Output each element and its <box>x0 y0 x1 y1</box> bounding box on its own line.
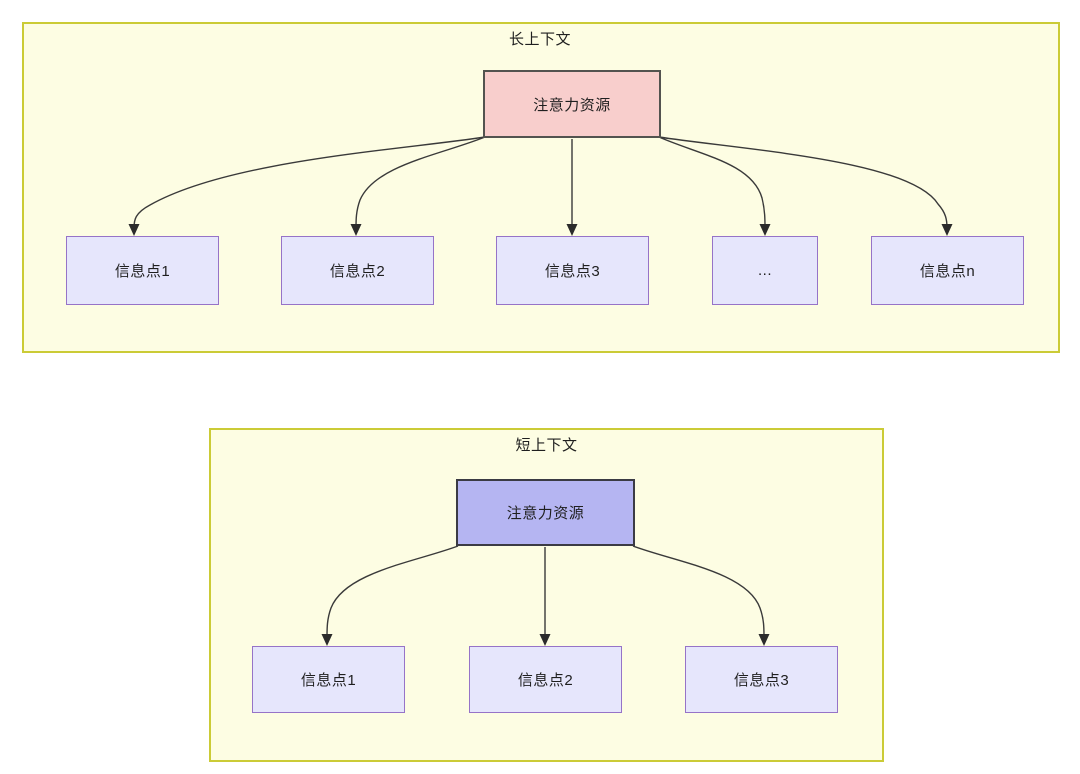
short-context-info-node-1[interactable]: 信息点1 <box>252 646 405 713</box>
short-context-info-node-3[interactable]: 信息点3 <box>685 646 838 713</box>
long-context-info-node-n[interactable]: 信息点n <box>871 236 1024 305</box>
short-context-root-node[interactable]: 注意力资源 <box>456 479 635 546</box>
short-context-info-node-2[interactable]: 信息点2 <box>469 646 622 713</box>
short-context-info-label-3: 信息点3 <box>733 672 790 689</box>
long-context-info-label-2: 信息点2 <box>329 263 386 280</box>
long-context-root-label: 注意力资源 <box>533 96 611 114</box>
long-context-info-node-2[interactable]: 信息点2 <box>281 236 434 305</box>
long-context-info-label-n: 信息点n <box>919 263 976 280</box>
long-context-info-label-3: 信息点3 <box>544 263 601 280</box>
long-context-title: 长上下文 <box>508 31 571 48</box>
long-context-info-node-3[interactable]: 信息点3 <box>496 236 649 305</box>
short-context-info-label-1: 信息点1 <box>300 672 357 689</box>
long-context-info-node-ellipsis[interactable]: ... <box>712 236 818 305</box>
short-context-info-label-2: 信息点2 <box>517 672 574 689</box>
long-context-root-node[interactable]: 注意力资源 <box>483 70 661 138</box>
long-context-info-label-1: 信息点1 <box>114 263 171 280</box>
short-context-root-label: 注意力资源 <box>506 505 585 522</box>
long-context-info-label-ellipsis: ... <box>757 262 772 279</box>
long-context-info-node-1[interactable]: 信息点1 <box>66 236 219 305</box>
short-context-title: 短上下文 <box>515 437 578 454</box>
